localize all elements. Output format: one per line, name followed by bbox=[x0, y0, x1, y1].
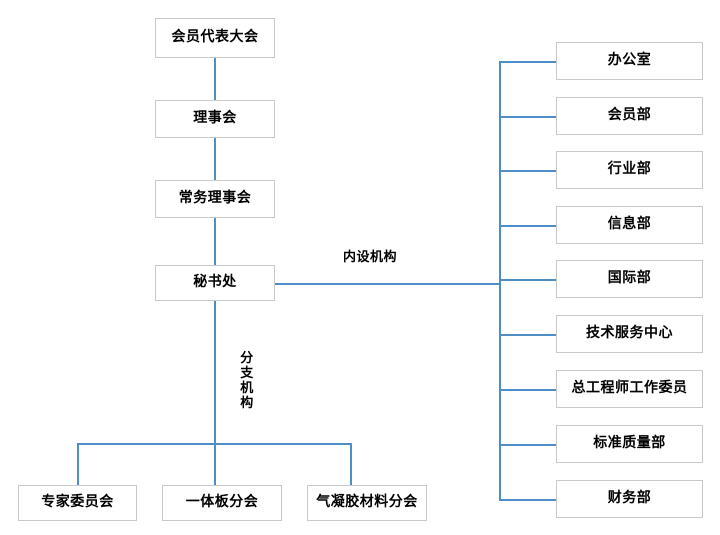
node-label: 理事会 bbox=[193, 110, 237, 127]
connector-stub-chief-engineer-committee bbox=[499, 389, 556, 391]
node-member-congress[interactable]: 会员代表大会 bbox=[155, 18, 275, 58]
node-standing-council[interactable]: 常务理事会 bbox=[155, 180, 275, 218]
connector-branch-leg-aerogel-material bbox=[350, 443, 352, 485]
node-label: 信息部 bbox=[607, 216, 652, 233]
connector-stub-industry-dept bbox=[499, 170, 556, 172]
node-label: 气凝胶材料分会 bbox=[316, 494, 418, 511]
node-label: 行业部 bbox=[607, 161, 652, 178]
connector-branch-leg-expert-committee bbox=[77, 443, 79, 485]
node-expert-committee[interactable]: 专家委员会 bbox=[18, 485, 137, 521]
connector-stub-membership-dept bbox=[499, 116, 556, 118]
node-standard-quality-dept[interactable]: 标准质量部 bbox=[556, 425, 703, 463]
connector-stub-finance-dept bbox=[499, 499, 556, 501]
node-industry-dept[interactable]: 行业部 bbox=[556, 151, 703, 189]
node-information-dept[interactable]: 信息部 bbox=[556, 206, 703, 244]
node-label: 办公室 bbox=[607, 52, 652, 69]
connector-stub-tech-service-center bbox=[499, 334, 556, 336]
node-finance-dept[interactable]: 财务部 bbox=[556, 480, 703, 518]
node-secretariat[interactable]: 秘书处 bbox=[155, 265, 275, 301]
connector-congress-to-council bbox=[214, 58, 216, 100]
node-label: 总工程师工作委员 bbox=[571, 380, 688, 397]
node-label: 国际部 bbox=[607, 270, 652, 287]
node-label: 会员部 bbox=[607, 107, 652, 124]
node-label: 技术服务中心 bbox=[586, 325, 673, 342]
node-international-dept[interactable]: 国际部 bbox=[556, 260, 703, 298]
connector-standing-council-to-secretariat bbox=[214, 218, 216, 265]
node-integrated-board-branch[interactable]: 一体板分会 bbox=[162, 485, 282, 521]
node-tech-service-center[interactable]: 技术服务中心 bbox=[556, 315, 703, 353]
edge-label-internal-departments: 内设机构 bbox=[343, 250, 398, 265]
node-council[interactable]: 理事会 bbox=[155, 100, 275, 138]
node-chief-engineer-committee[interactable]: 总工程师工作委员 bbox=[556, 370, 703, 408]
node-label: 常务理事会 bbox=[178, 190, 252, 207]
node-office[interactable]: 办公室 bbox=[556, 42, 703, 80]
node-aerogel-material-branch[interactable]: 气凝胶材料分会 bbox=[307, 485, 427, 521]
connector-council-to-standing-council bbox=[214, 138, 216, 180]
node-label: 会员代表大会 bbox=[171, 29, 259, 46]
connector-stub-international-dept bbox=[499, 279, 556, 281]
edge-label-branch-organizations: 分支机构 bbox=[240, 351, 254, 411]
connector-branch-leg-integrated-board bbox=[214, 443, 216, 485]
node-label: 秘书处 bbox=[193, 274, 237, 291]
connector-secretariat-to-internal-trunk bbox=[275, 283, 500, 285]
connector-stub-office bbox=[499, 61, 556, 63]
connector-stub-information-dept bbox=[499, 225, 556, 227]
node-membership-dept[interactable]: 会员部 bbox=[556, 97, 703, 135]
node-label: 财务部 bbox=[607, 490, 652, 507]
connector-secretariat-to-branches bbox=[214, 301, 216, 443]
connector-stub-standard-quality-dept bbox=[499, 444, 556, 446]
node-label: 一体板分会 bbox=[185, 494, 259, 511]
node-label: 专家委员会 bbox=[41, 494, 114, 511]
node-label: 标准质量部 bbox=[593, 435, 666, 452]
